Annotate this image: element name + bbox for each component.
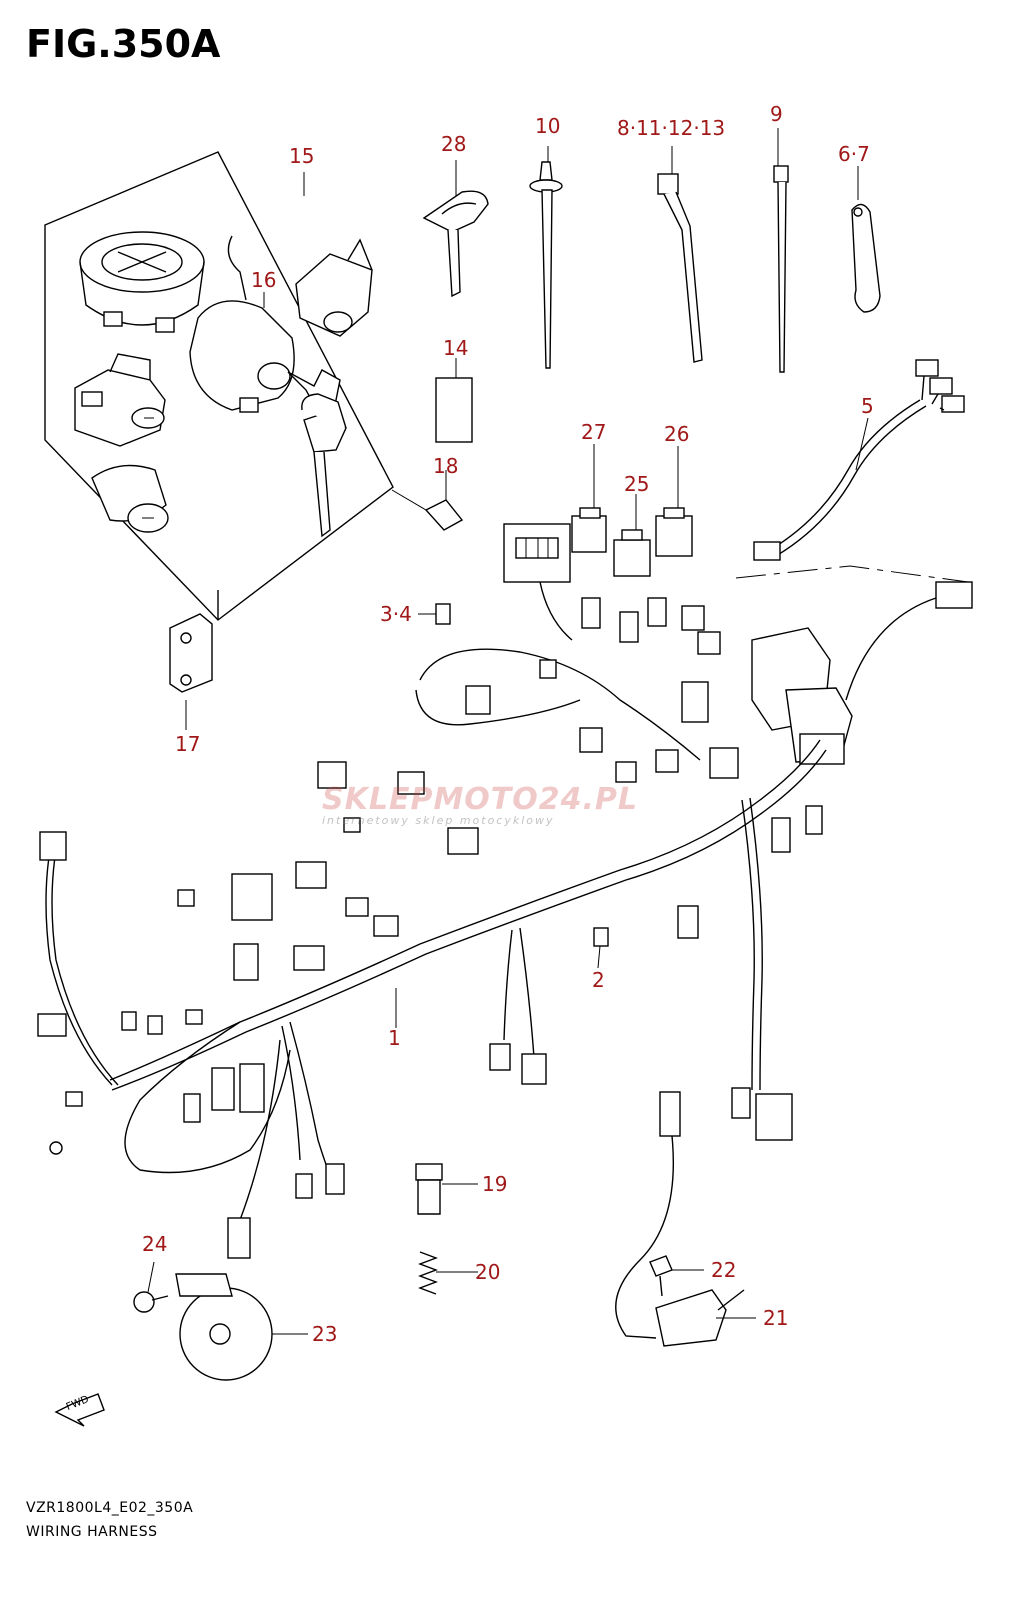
lock-set-box	[44, 151, 394, 621]
clamp-part	[851, 203, 881, 313]
callout-25: 25	[624, 472, 650, 496]
main-harness-trunk	[39, 648, 827, 1221]
label-part	[435, 377, 473, 443]
ignition-switch-part	[189, 235, 347, 538]
fuel-cap-lock-part	[79, 231, 205, 333]
cable-tie-part	[773, 165, 789, 373]
callout-6-7: 6·7	[838, 142, 870, 166]
callout-17: 17	[175, 732, 201, 756]
relay-25-part	[613, 529, 651, 577]
bolt-24-part	[133, 1291, 169, 1313]
callout-23: 23	[312, 1322, 338, 1346]
watermark-tagline: internetowy sklep motocyklowy	[322, 814, 555, 827]
callout-28: 28	[441, 132, 467, 156]
figure-title: FIG.350A	[26, 22, 221, 66]
callout-5: 5	[861, 394, 874, 418]
clamp-band-part	[657, 173, 703, 363]
bolt-22-part	[649, 1255, 673, 1297]
seat-lock-part	[74, 353, 166, 447]
callout-19: 19	[482, 1172, 508, 1196]
callout-20: 20	[475, 1260, 501, 1284]
relay-27-part	[571, 507, 607, 553]
callout-1: 1	[388, 1026, 401, 1050]
fwd-arrow-icon	[54, 1393, 105, 1427]
spring-20-part	[418, 1251, 438, 1295]
key-blank-part	[422, 190, 489, 298]
screw-part	[391, 489, 464, 531]
model-code: VZR1800L4_E02_350A	[26, 1500, 194, 1516]
callout-18: 18	[433, 454, 459, 478]
horn-23-part	[175, 1273, 273, 1381]
leader-lines	[147, 128, 869, 1335]
fuse-3-4-part	[435, 603, 451, 625]
callout-10: 10	[535, 114, 561, 138]
sub-harness-part	[753, 359, 965, 561]
junction-block-part	[503, 523, 573, 641]
callout-26: 26	[664, 422, 690, 446]
switch-19-part	[415, 1163, 443, 1215]
watermark-brand: SKLEPMOTO24.PL	[322, 782, 639, 817]
reference-dashed-line	[735, 565, 969, 583]
callout-14: 14	[443, 336, 469, 360]
bracket-part	[169, 613, 213, 693]
sensor-21-part	[615, 1091, 745, 1347]
barrel-lock-part	[91, 464, 169, 533]
callout-9: 9	[770, 102, 783, 126]
harness-connectors	[37, 597, 823, 1259]
callout-8-11-12-13: 8·11·12·13	[617, 116, 726, 140]
right-connector-group	[751, 581, 973, 765]
callout-16: 16	[251, 268, 277, 292]
callout-15: 15	[289, 144, 315, 168]
callout-2: 2	[592, 968, 605, 992]
callout-27: 27	[581, 420, 607, 444]
callout-21: 21	[763, 1306, 789, 1330]
steering-lock-part	[295, 238, 373, 337]
clamp-tie-part	[529, 161, 563, 369]
callout-24: 24	[142, 1232, 168, 1256]
callout-22: 22	[711, 1258, 737, 1282]
relay-26-part	[655, 507, 693, 557]
callout-3-4: 3·4	[380, 602, 412, 626]
diagram-caption: WIRING HARNESS	[26, 1524, 158, 1540]
